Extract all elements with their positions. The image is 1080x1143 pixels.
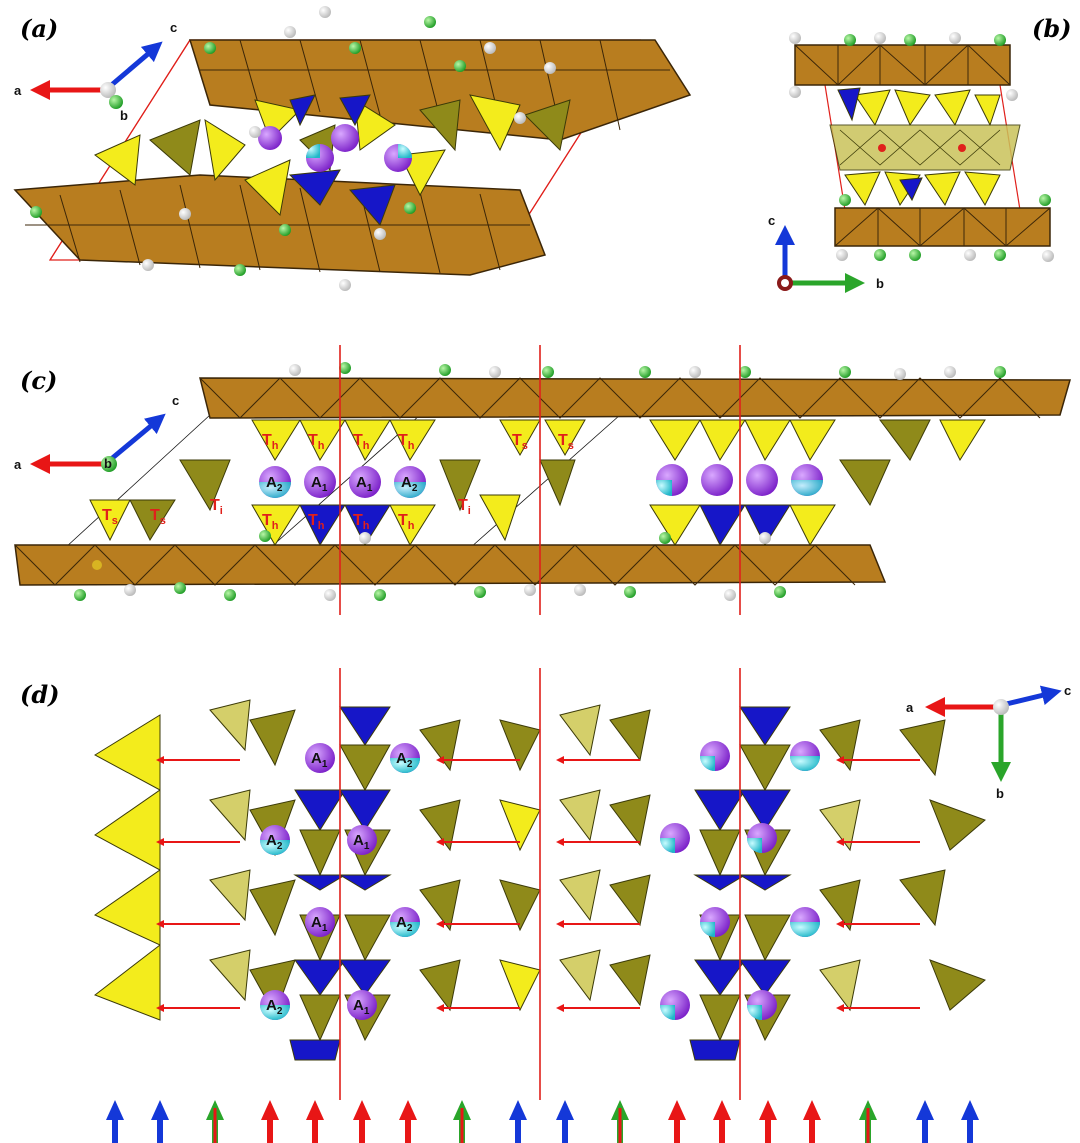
- bottom-arrow: [509, 1100, 527, 1143]
- svg-text:Ts: Ts: [102, 507, 118, 527]
- bottom-arrow: [353, 1100, 371, 1143]
- bottom-arrow: [668, 1100, 686, 1143]
- tetrahedral-layer-b: [829, 87, 1021, 207]
- site-labels-c: Th Th Th Th Th Th Th Th Ts Ts Ts Ts Ti T…: [102, 432, 574, 532]
- svg-text:A2: A2: [266, 474, 283, 494]
- svg-text:A2: A2: [266, 997, 283, 1017]
- svg-text:A2: A2: [401, 474, 418, 494]
- svg-text:Th: Th: [308, 512, 325, 532]
- axis-label-b-b: b: [876, 276, 884, 291]
- svg-text:A1: A1: [311, 914, 328, 934]
- cation-atoms-c: [259, 464, 823, 498]
- axis-label-c-b: c: [768, 213, 775, 228]
- axis-triad-d: a c b: [906, 683, 1071, 801]
- anion-atoms-b: [789, 32, 1054, 262]
- anion-atoms-a: [30, 6, 556, 291]
- panel-label-d: (d): [20, 680, 60, 709]
- tetrahedral-layer-c: [89, 419, 986, 547]
- svg-text:A1: A1: [311, 750, 328, 770]
- axis-triad-c: a c b: [14, 393, 179, 474]
- anion-atoms-c: [74, 362, 1006, 601]
- bottom-arrow: [206, 1100, 224, 1143]
- svg-text:A1: A1: [353, 997, 370, 1017]
- panel-a: a c b: [13, 6, 692, 291]
- svg-text:A2: A2: [266, 832, 283, 852]
- axis-label-c-c: c: [172, 393, 179, 408]
- svg-text:Th: Th: [398, 432, 415, 452]
- svg-text:Th: Th: [308, 432, 325, 452]
- cation-atoms-a: [258, 124, 412, 172]
- displacement-arrows-d: [156, 756, 920, 1012]
- panel-label-c: (c): [20, 366, 58, 395]
- svg-text:Th: Th: [262, 432, 279, 452]
- bottom-arrow-row: [106, 1100, 979, 1143]
- bottom-arrow: [453, 1100, 471, 1143]
- atom-labels-d: A1 A2 A2 A1 A1 A2 A2 A1: [266, 750, 413, 1017]
- svg-text:A1: A1: [353, 832, 370, 852]
- bottom-arrow: [556, 1100, 574, 1143]
- axis-label-b: b: [120, 108, 128, 123]
- svg-text:A2: A2: [396, 914, 413, 934]
- svg-text:Ts: Ts: [512, 432, 528, 452]
- axis-triad-a: a c b: [14, 20, 177, 123]
- svg-text:Ti: Ti: [458, 497, 471, 517]
- axis-label-b-c: b: [104, 456, 112, 471]
- bottom-arrow: [713, 1100, 731, 1143]
- svg-text:Th: Th: [262, 512, 279, 532]
- bottom-arrow: [859, 1100, 877, 1143]
- bottom-arrow: [399, 1100, 417, 1143]
- bottom-arrow: [306, 1100, 324, 1143]
- axis-label-a-c: a: [14, 457, 22, 472]
- axis-label-c-d: c: [1064, 683, 1071, 698]
- svg-text:A1: A1: [356, 474, 373, 494]
- panel-label-b: (b): [1032, 14, 1072, 43]
- svg-text:Ts: Ts: [558, 432, 574, 452]
- svg-text:Ti: Ti: [210, 497, 223, 517]
- octahedral-layer-bottom-c: [14, 544, 887, 586]
- tetrahedral-network-d: [93, 699, 986, 1061]
- bottom-arrow: [151, 1100, 169, 1143]
- octahedral-layer-top-c: [199, 377, 1071, 419]
- panel-b: c b: [768, 32, 1054, 293]
- cell-boundaries-c: [339, 345, 741, 615]
- bottom-arrow: [261, 1100, 279, 1143]
- cation-atoms-d: [260, 741, 820, 1020]
- svg-text:Th: Th: [398, 512, 415, 532]
- atom-labels-c: A2 A1 A1 A2: [266, 474, 418, 494]
- svg-text:A2: A2: [396, 750, 413, 770]
- bottom-arrow: [961, 1100, 979, 1143]
- bottom-arrow: [106, 1100, 124, 1143]
- bottom-arrow: [803, 1100, 821, 1143]
- axis-label-b-d: b: [996, 786, 1004, 801]
- axis-triad-b: c b: [768, 213, 884, 293]
- bottom-arrow: [611, 1100, 629, 1143]
- svg-text:Th: Th: [353, 432, 370, 452]
- panel-c: A2 A1 A1 A2 Th Th Th Th Th Th Th Th Ts T…: [14, 345, 1071, 615]
- axis-label-c: c: [170, 20, 177, 35]
- panel-d: A1 A2 A2 A1 A1 A2 A2 A1: [93, 668, 1071, 1100]
- bottom-arrow: [759, 1100, 777, 1143]
- axis-label-a: a: [14, 83, 22, 98]
- svg-text:Ts: Ts: [150, 507, 166, 527]
- panel-label-a: (a): [20, 14, 59, 43]
- svg-text:Th: Th: [353, 512, 370, 532]
- bottom-arrow: [916, 1100, 934, 1143]
- cell-boundaries-d: [339, 668, 741, 1100]
- svg-text:A1: A1: [311, 474, 328, 494]
- axis-label-a-d: a: [906, 700, 914, 715]
